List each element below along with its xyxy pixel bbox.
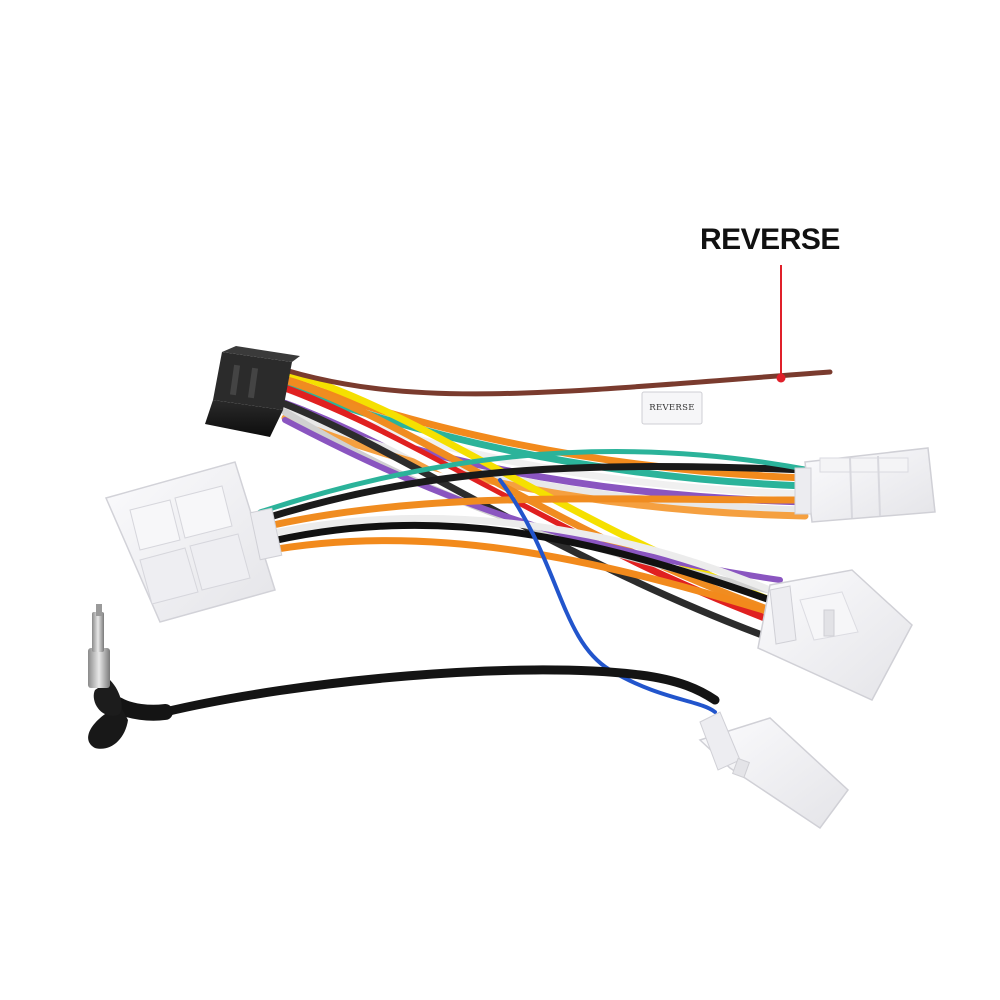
antenna-adapter-connector [698,711,850,830]
wire-bundle [160,368,813,717]
antenna-plug [88,604,173,749]
oem-right-white-connector [794,447,936,523]
callout-line [776,265,786,383]
oem-middle-white-connector [757,569,913,701]
reverse-callout-label: REVERSE [700,223,840,256]
reverse-wire [282,367,833,397]
reverse-wire-tag-label: REVERSE [649,403,695,413]
oem-large-white-connector [104,461,283,623]
wire-tag [641,391,703,425]
iso-16-pin-connector [205,346,300,437]
